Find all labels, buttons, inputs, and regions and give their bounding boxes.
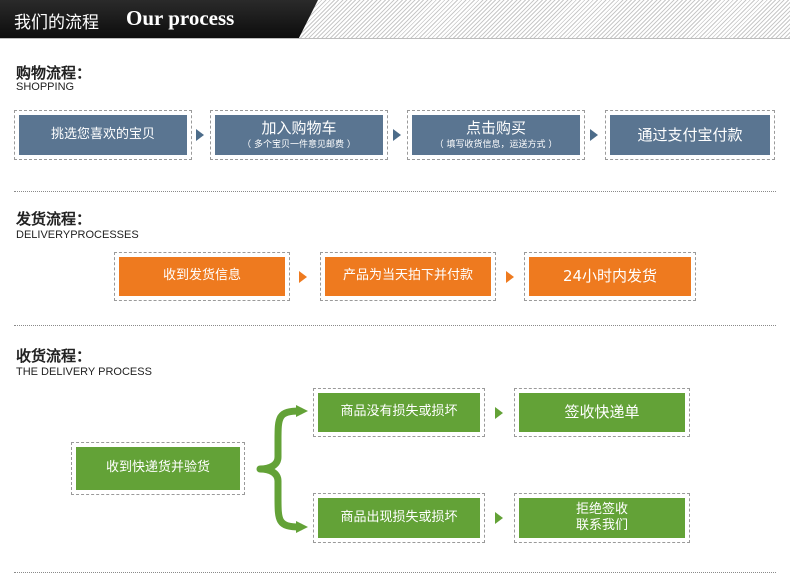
shopping-step-label: 通过支付宝付款 — [637, 125, 743, 144]
shopping-step-label: 挑选您喜欢的宝贝 — [50, 126, 155, 142]
shopping-step-label: 加入购物车 — [261, 119, 337, 137]
receiving-action-label: 拒绝签收 — [575, 501, 628, 517]
delivery-section-subtitle: DELIVERYPROCESSES — [16, 229, 139, 241]
arrow-right-icon — [506, 271, 514, 283]
receiving-condition-bad: 商品出现损失或损坏 — [313, 493, 485, 543]
delivery-step-receive-info: 收到发货信息 — [114, 252, 290, 301]
shopping-step-note: （ 多个宝贝一件意见邮费 ） — [242, 139, 356, 150]
delivery-step-label: 24小时内发货 — [562, 267, 658, 286]
shopping-step-select: 挑选您喜欢的宝贝 — [14, 110, 192, 160]
receiving-section-subtitle: THE DELIVERY PROCESS — [16, 366, 152, 378]
delivery-step-ship-24h: 24小时内发货 — [524, 252, 696, 301]
section-divider — [14, 325, 776, 326]
receiving-section-title: 收货流程： — [16, 347, 92, 365]
shopping-step-pay: 通过支付宝付款 — [605, 110, 775, 160]
section-divider — [14, 572, 776, 573]
receiving-action-label: 签收快递单 — [564, 403, 640, 422]
header-title-cn: 我们的流程 — [14, 13, 99, 33]
delivery-section-title: 发货流程： — [16, 210, 92, 228]
header-title-band: 我们的流程 Our process — [0, 0, 318, 38]
page-header: 我们的流程 Our process — [0, 0, 790, 39]
receiving-action-sign: 签收快递单 — [514, 388, 690, 437]
arrow-right-icon — [196, 129, 204, 141]
branch-brace-icon — [256, 405, 308, 533]
arrow-right-icon — [299, 271, 307, 283]
arrow-right-icon — [495, 512, 503, 524]
shopping-section-subtitle: SHOPPING — [16, 81, 75, 93]
receiving-action-refuse: 拒绝签收 联系我们 — [514, 493, 690, 543]
delivery-step-label: 收到发货信息 — [162, 268, 241, 284]
receiving-action-label: 联系我们 — [575, 518, 628, 533]
receiving-step-label: 收到快递货并验货 — [105, 460, 210, 476]
shopping-step-note: （ 填写收货信息，运送方式 ） — [434, 139, 558, 150]
receiving-condition-ok: 商品没有损失或损坏 — [313, 388, 485, 437]
arrow-right-icon — [393, 129, 401, 141]
shopping-step-label: 点击购买 — [465, 119, 526, 137]
arrow-right-icon — [495, 407, 503, 419]
delivery-step-same-day: 产品为当天拍下并付款 — [320, 252, 496, 301]
arrow-right-icon — [590, 129, 598, 141]
shopping-step-add-to-cart: 加入购物车 （ 多个宝贝一件意见邮费 ） — [210, 110, 388, 160]
shopping-step-buy: 点击购买 （ 填写收货信息，运送方式 ） — [407, 110, 585, 160]
section-divider — [14, 191, 776, 192]
receiving-condition-label: 商品出现损失或损坏 — [340, 509, 458, 525]
receiving-step-inspect: 收到快递货并验货 — [71, 442, 245, 495]
receiving-condition-label: 商品没有损失或损坏 — [340, 404, 458, 420]
header-title-en: Our process — [126, 6, 235, 30]
shopping-section-title: 购物流程： — [16, 64, 92, 82]
delivery-step-label: 产品为当天拍下并付款 — [342, 268, 473, 284]
